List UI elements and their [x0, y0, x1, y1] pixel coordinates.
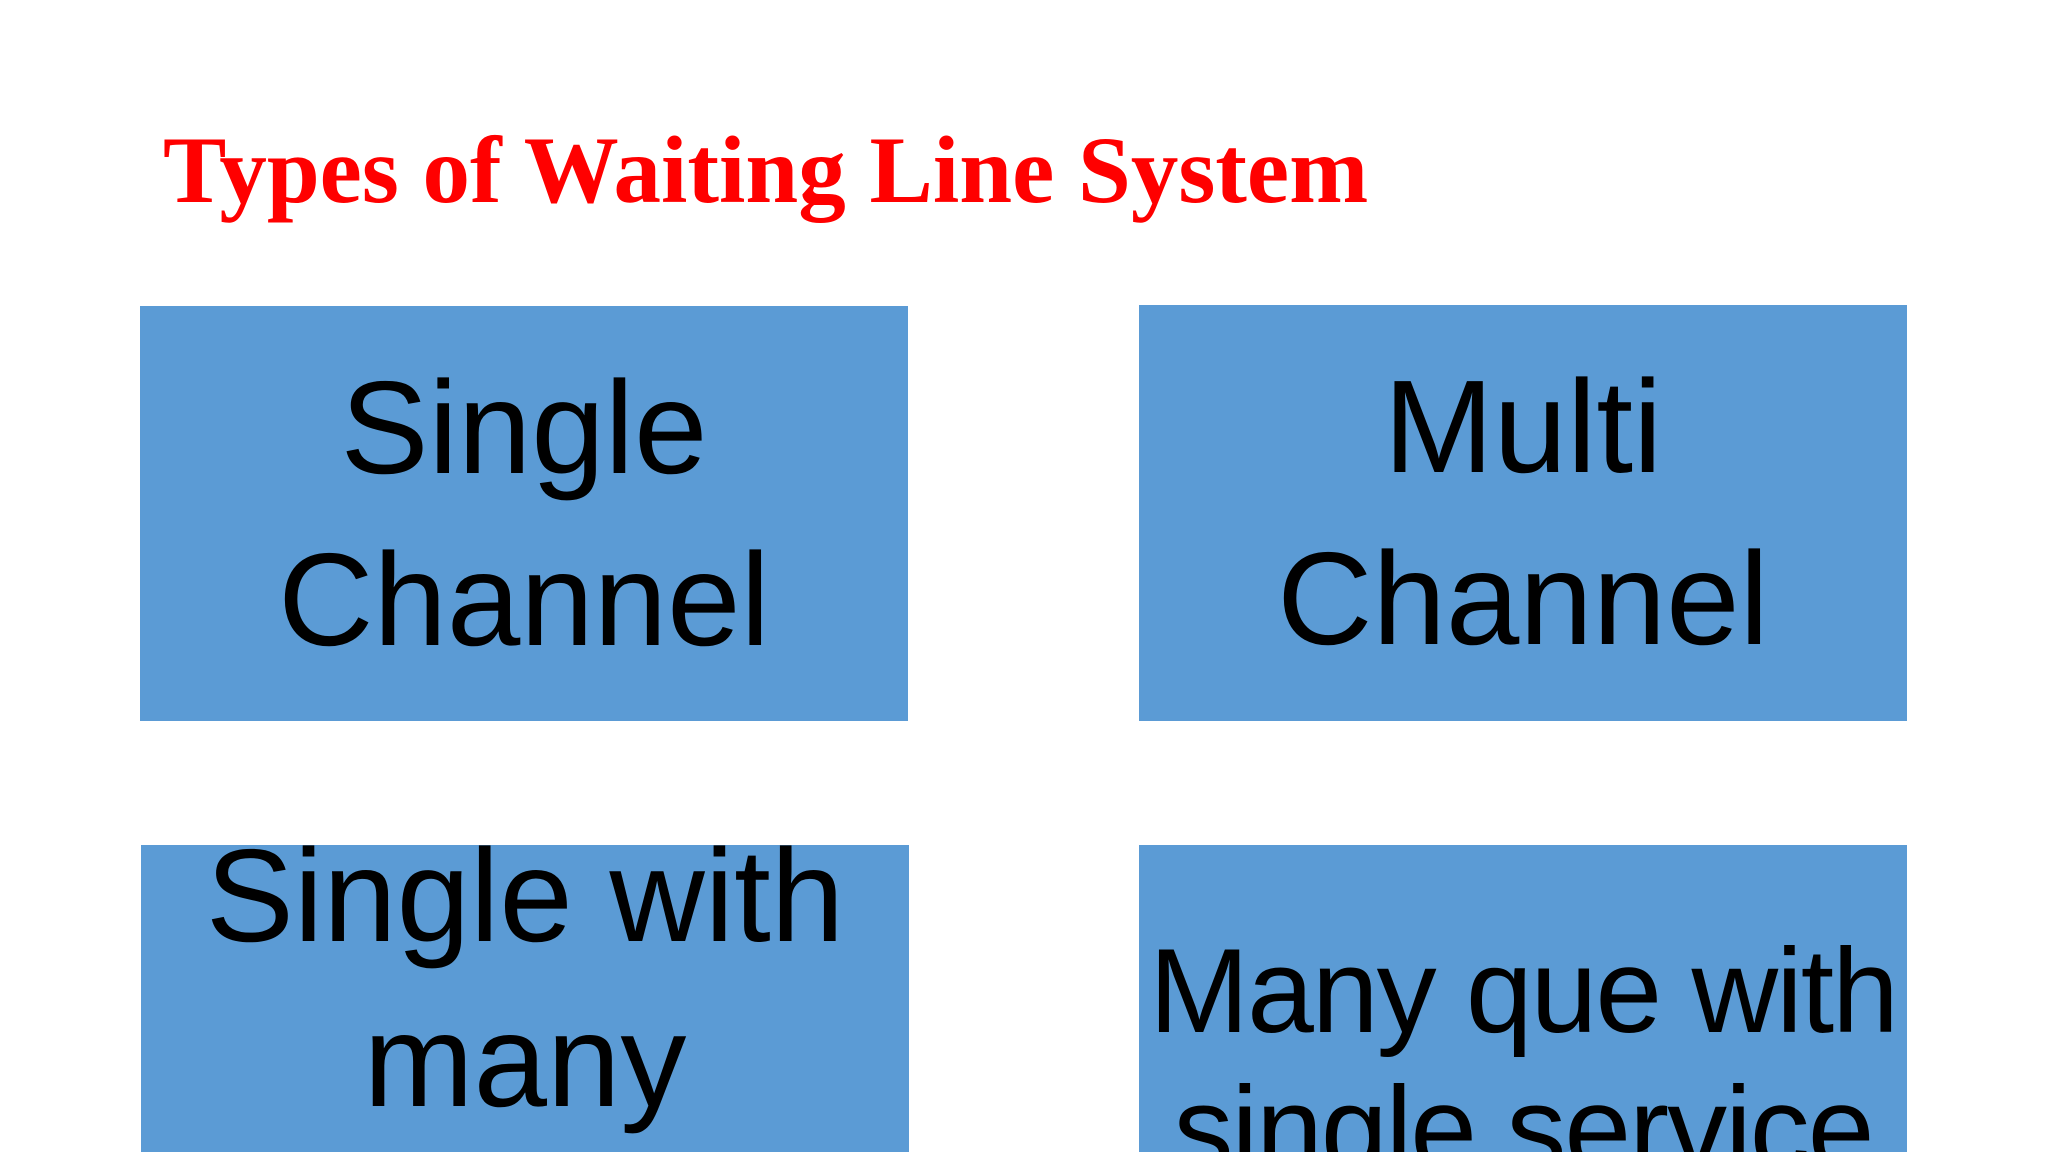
- box-single-channel-label: Single Channel: [278, 353, 770, 673]
- box-single-with-many-service: Single with many service: [141, 822, 909, 1152]
- box-many-que-with-single-service-label: Many que with single service: [1149, 924, 1899, 1152]
- box-multi-channel-label: Multi Channel: [1277, 353, 1769, 672]
- box-multi-channel: Multi Channel: [1139, 305, 1907, 721]
- box-single-channel: Single Channel: [140, 306, 908, 721]
- slide-title: Types of Waiting Line System: [163, 117, 1369, 223]
- box-single-with-many-service-label: Single with many service: [205, 821, 845, 1152]
- box-many-que-with-single-service: Many que with single service: [1139, 845, 1907, 1152]
